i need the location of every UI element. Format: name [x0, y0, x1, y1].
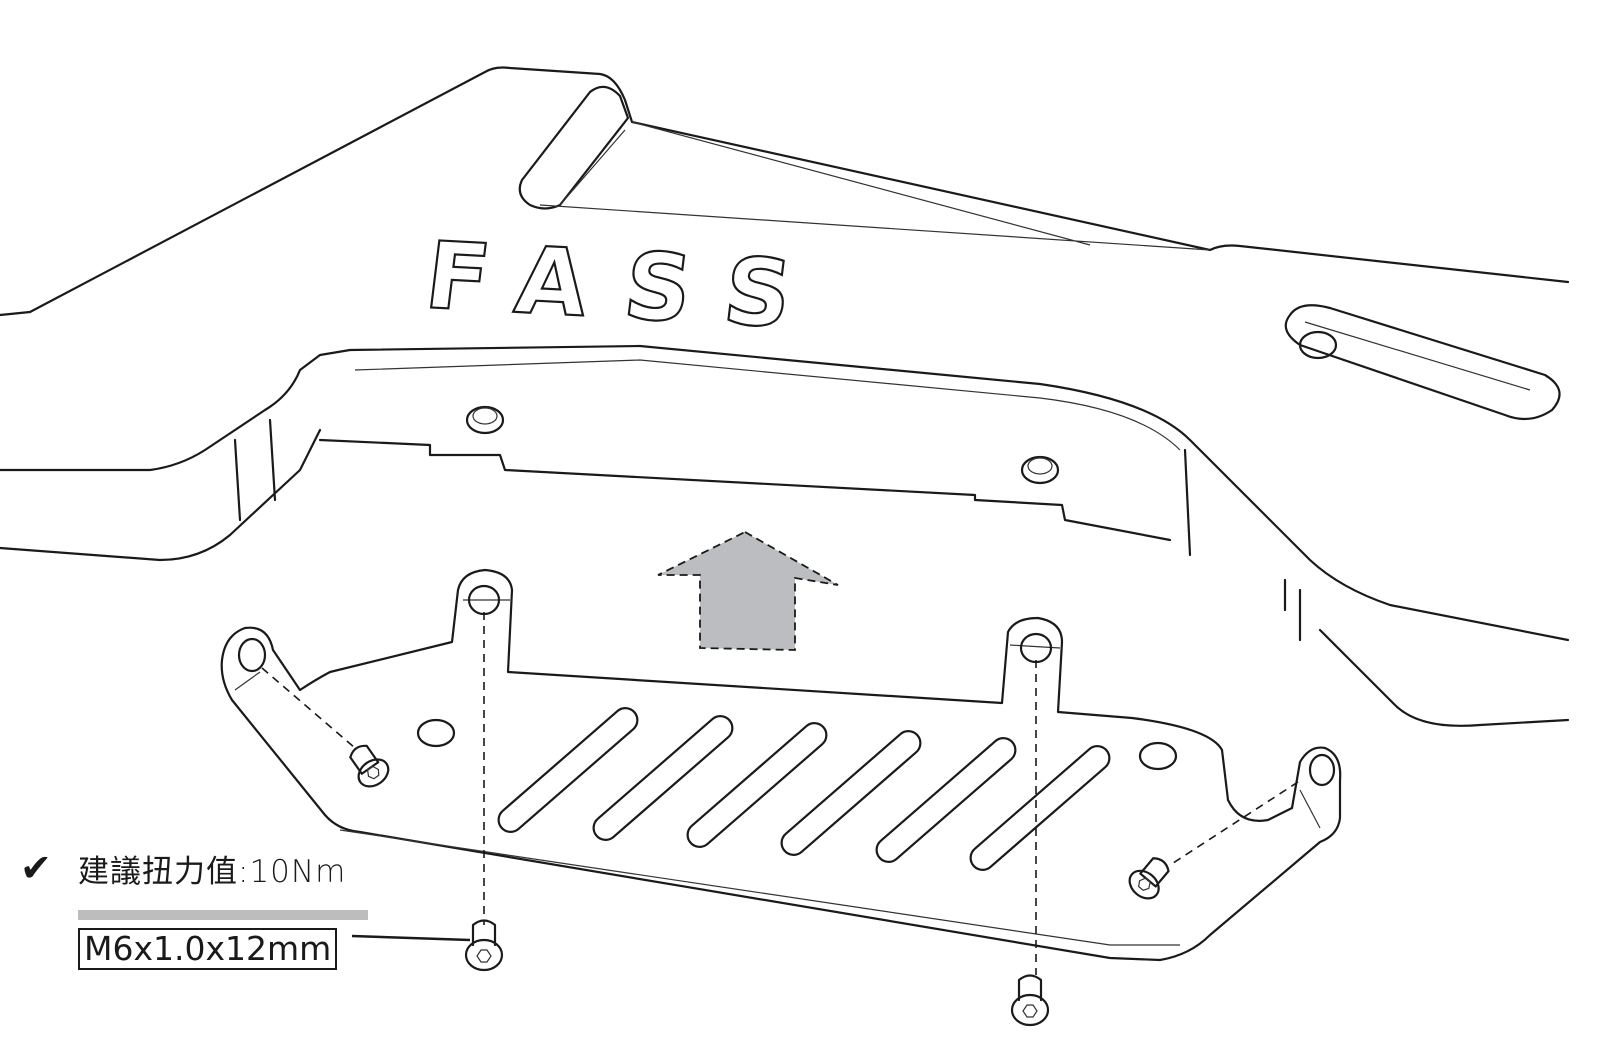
leader-line [351, 934, 471, 942]
upward-arrow-icon [657, 530, 839, 651]
vent-slots [497, 707, 1111, 871]
screw [1128, 857, 1170, 900]
skid-plate [220, 568, 1342, 962]
screw [464, 919, 504, 972]
screw-spec-label: M6x1.0x12mm [78, 928, 338, 970]
torque-label: 建議扭力值:10Nm [78, 854, 347, 890]
screw [1010, 974, 1050, 1027]
fass-logo: FASS [420, 222, 835, 350]
screw [349, 744, 390, 788]
frame-part: FASS [0, 66, 1570, 727]
torque-underline [78, 910, 368, 920]
checkmark-icon: ✔ [20, 846, 52, 890]
